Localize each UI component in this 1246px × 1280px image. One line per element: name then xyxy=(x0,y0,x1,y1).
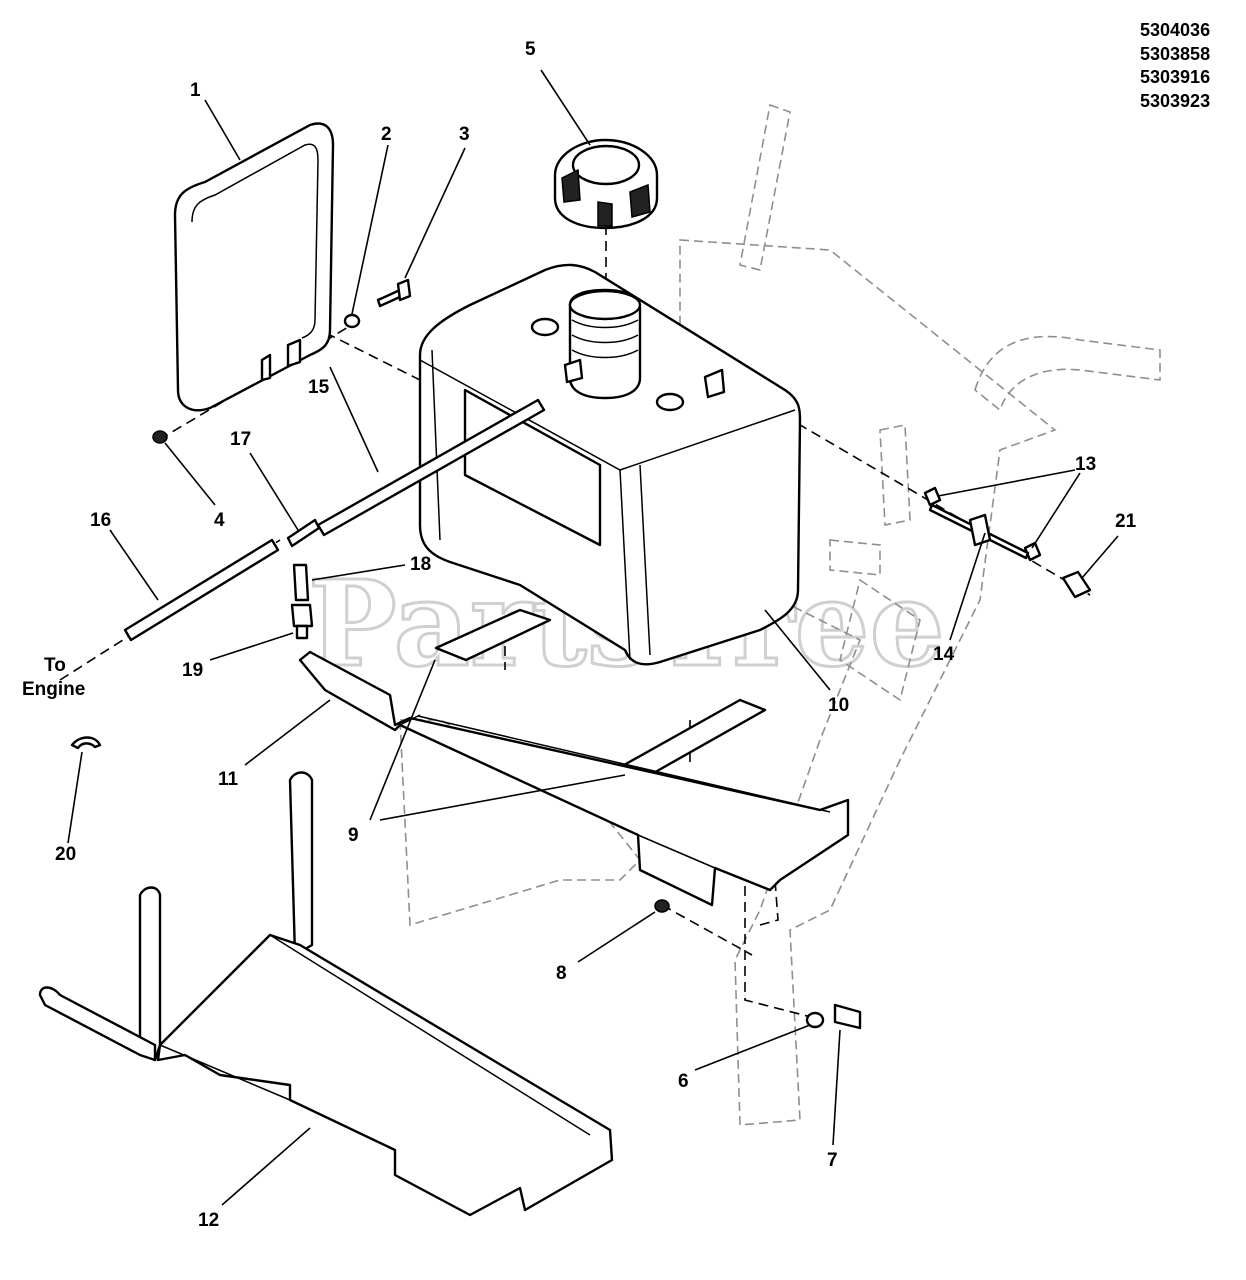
part-number: 5304036 xyxy=(1140,20,1210,40)
tank-bracket xyxy=(298,650,850,907)
stud-bracket xyxy=(968,513,992,547)
fuel-fittings xyxy=(286,518,321,640)
part-number-list: 5304036 5303858 5303916 5303923 xyxy=(1140,20,1210,111)
part-number: 5303916 xyxy=(1140,67,1210,87)
callout-1: 1 xyxy=(190,80,201,101)
leader-lines xyxy=(67,69,1119,1206)
callout-21: 21 xyxy=(1115,511,1137,532)
callout-3: 3 xyxy=(459,124,470,145)
callout-6: 6 xyxy=(678,1071,689,1092)
callout-5: 5 xyxy=(525,39,536,60)
fuel-cap xyxy=(553,138,659,230)
callout-7: 7 xyxy=(827,1150,838,1171)
callout-13: 13 xyxy=(1075,454,1096,475)
callout-18: 18 xyxy=(410,554,431,575)
to-engine-line2: Engine xyxy=(22,679,85,700)
callout-2: 2 xyxy=(381,124,392,145)
fuel-lines xyxy=(123,398,546,642)
heat-shield xyxy=(173,122,335,412)
callout-8: 8 xyxy=(556,963,567,984)
callout-19: 19 xyxy=(182,660,203,681)
callout-17: 17 xyxy=(230,429,251,450)
part-number: 5303923 xyxy=(1140,91,1210,111)
part-number: 5303858 xyxy=(1140,44,1210,64)
callout-9: 9 xyxy=(348,825,359,846)
to-engine-line1: To xyxy=(44,655,66,676)
callout-16: 16 xyxy=(90,510,111,531)
callout-14: 14 xyxy=(933,644,955,665)
lower-frame xyxy=(38,771,614,1217)
callout-11: 11 xyxy=(218,769,239,790)
to-engine-note: To Engine xyxy=(22,655,85,700)
callout-10: 10 xyxy=(828,695,849,716)
callout-20: 20 xyxy=(55,844,76,865)
callout-15: 15 xyxy=(308,377,330,398)
callouts: 1 2 3 4 5 6 7 8 9 10 11 12 13 14 15 16 1… xyxy=(55,39,1137,1231)
callout-12: 12 xyxy=(198,1210,219,1231)
callout-4: 4 xyxy=(214,510,225,531)
